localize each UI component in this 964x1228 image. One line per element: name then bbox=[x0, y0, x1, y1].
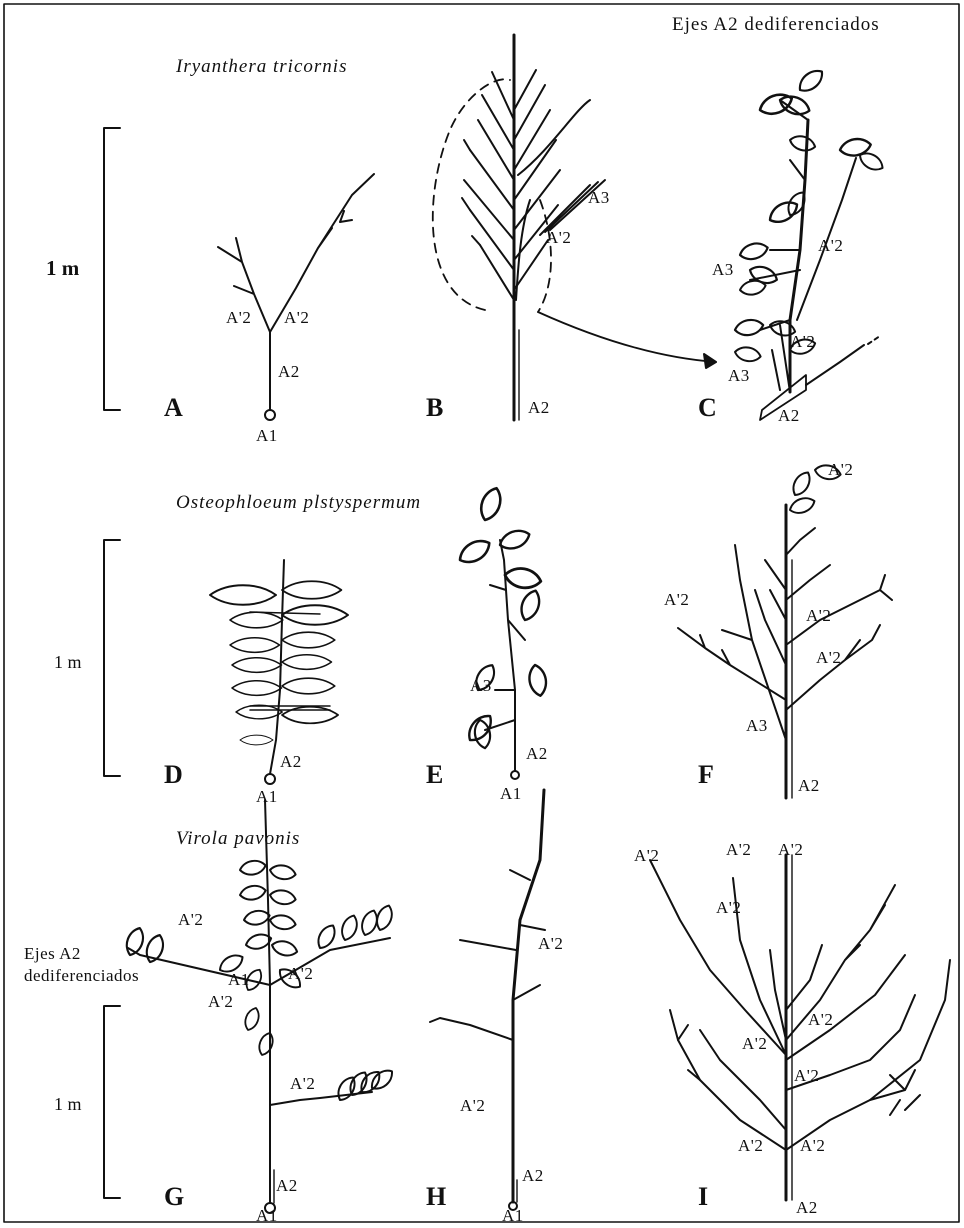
label-i-mid-3: A'2 bbox=[742, 1034, 767, 1054]
label-d-a2: A2 bbox=[280, 752, 302, 772]
label-d-a1: A1 bbox=[256, 787, 278, 807]
arrow-b-to-c bbox=[538, 312, 716, 362]
scale-bar-2 bbox=[104, 540, 120, 776]
drawing-e bbox=[456, 485, 549, 779]
label-c-a2p-top: A'2 bbox=[818, 236, 843, 256]
label-g-a2: A2 bbox=[276, 1176, 298, 1196]
label-f-a2p-top: A'2 bbox=[828, 460, 853, 480]
panel-letter-f: F bbox=[698, 760, 714, 790]
label-a-a2p-right: A'2 bbox=[284, 308, 309, 328]
label-g-a1-mid: A1 bbox=[228, 970, 250, 990]
label-e-a3: A3 bbox=[470, 676, 492, 696]
label-b-a3: A3 bbox=[588, 188, 610, 208]
label-c-a3-bottom: A3 bbox=[728, 366, 750, 386]
label-i-top-3: A'2 bbox=[778, 840, 803, 860]
panel-letter-g: G bbox=[164, 1182, 184, 1212]
title-iryanthera: Iryanthera tricornis bbox=[176, 56, 347, 78]
title-osteophloeum: Osteophloeum plstyspermum bbox=[176, 492, 421, 514]
label-i-mid-1: A'2 bbox=[716, 898, 741, 918]
drawing-h bbox=[430, 790, 545, 1210]
drawing-a bbox=[218, 174, 374, 420]
label-c-a3-top: A3 bbox=[712, 260, 734, 280]
panel-letter-h: H bbox=[426, 1182, 446, 1212]
label-i-top-2: A'2 bbox=[726, 840, 751, 860]
label-e-a2: A2 bbox=[526, 744, 548, 764]
title-virola: Virola pavonis bbox=[176, 828, 300, 850]
label-h-a2: A2 bbox=[522, 1166, 544, 1186]
label-c-a2p-mid: A'2 bbox=[790, 332, 815, 352]
label-i-a2: A2 bbox=[796, 1198, 818, 1218]
scale-bar-3 bbox=[104, 1006, 120, 1198]
g-note-line-2: dediferenciados bbox=[24, 966, 139, 986]
panel-letter-a: A bbox=[164, 393, 183, 423]
scale-label-2: 1 m bbox=[54, 652, 82, 673]
label-f-a3: A3 bbox=[746, 716, 768, 736]
g-note-line-1: Ejes A2 bbox=[24, 944, 81, 964]
drawing-g bbox=[123, 800, 396, 1213]
label-b-a2p: A'2 bbox=[546, 228, 571, 248]
label-g-a2p-right: A'2 bbox=[288, 964, 313, 984]
drawing-d bbox=[210, 560, 348, 784]
label-h-a1: A1 bbox=[502, 1206, 524, 1226]
label-i-bottom-2: A'2 bbox=[800, 1136, 825, 1156]
header-ejes-a2: Ejes A2 dediferenciados bbox=[672, 14, 880, 36]
label-h-a2p-low: A'2 bbox=[460, 1096, 485, 1116]
label-g-a1: A1 bbox=[256, 1206, 278, 1226]
scale-label-3: 1 m bbox=[54, 1094, 82, 1115]
label-a-a2: A2 bbox=[278, 362, 300, 382]
label-b-a2: A2 bbox=[528, 398, 550, 418]
label-i-mid-2: A'2 bbox=[808, 1010, 833, 1030]
label-c-a2: A2 bbox=[778, 406, 800, 426]
label-i-mid-4: A'2 bbox=[794, 1066, 819, 1086]
drawing-c bbox=[734, 66, 886, 420]
scale-bar-1 bbox=[104, 128, 120, 410]
label-i-bottom-1: A'2 bbox=[738, 1136, 763, 1156]
panel-letter-c: C bbox=[698, 393, 717, 423]
drawing-b bbox=[433, 35, 605, 420]
label-f-a2p-left: A'2 bbox=[664, 590, 689, 610]
panel-letter-d: D bbox=[164, 760, 183, 790]
label-f-a2p-right-2: A'2 bbox=[816, 648, 841, 668]
label-i-top-1: A'2 bbox=[634, 846, 659, 866]
label-g-a2p-left: A'2 bbox=[208, 992, 233, 1012]
drawing-f bbox=[678, 463, 892, 798]
label-a-a2p-left: A'2 bbox=[226, 308, 251, 328]
scale-label-1: 1 m bbox=[46, 256, 79, 281]
label-e-a1: A1 bbox=[500, 784, 522, 804]
panel-letter-i: I bbox=[698, 1182, 708, 1212]
label-f-a2: A2 bbox=[798, 776, 820, 796]
panel-letter-b: B bbox=[426, 393, 443, 423]
label-g-a2p-low: A'2 bbox=[290, 1074, 315, 1094]
label-h-a2p-top: A'2 bbox=[538, 934, 563, 954]
panel-letter-e: E bbox=[426, 760, 443, 790]
label-g-a2p-upper: A'2 bbox=[178, 910, 203, 930]
label-a-a1: A1 bbox=[256, 426, 278, 446]
label-f-a2p-right-1: A'2 bbox=[806, 606, 831, 626]
